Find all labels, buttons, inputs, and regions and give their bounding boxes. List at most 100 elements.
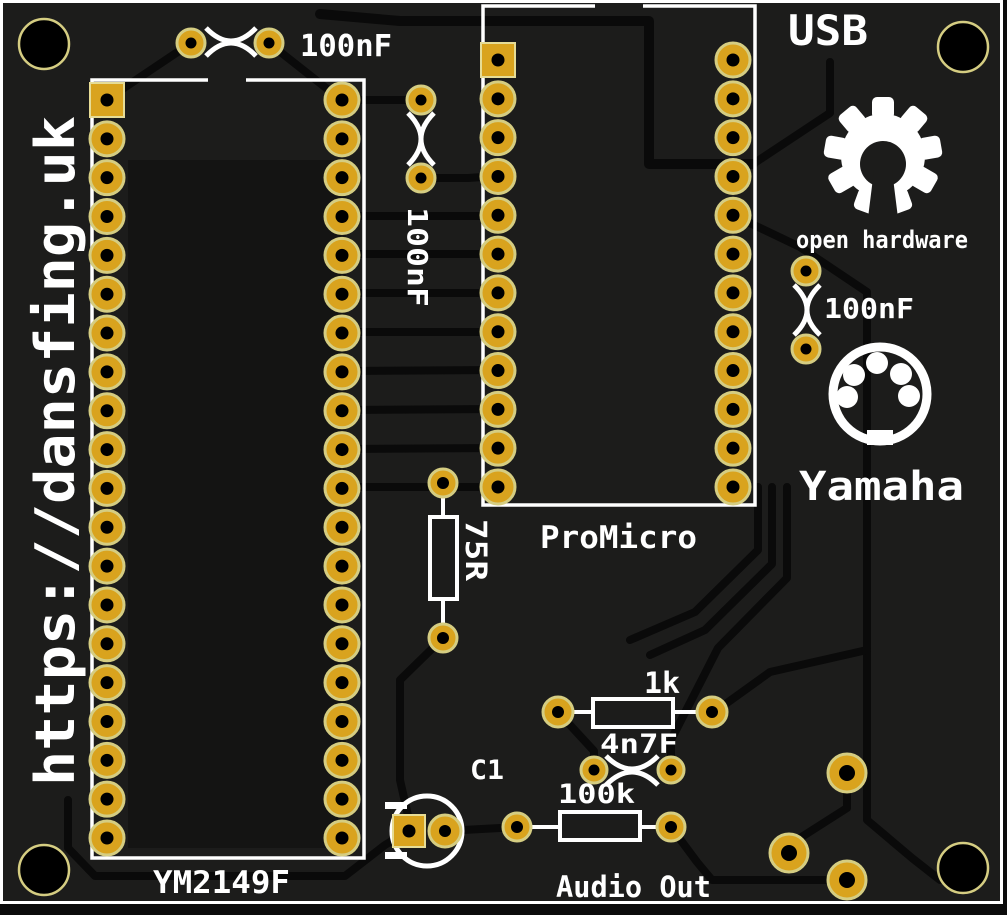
res-1k-value: 1k [644, 666, 680, 700]
audio-out-label: Audio Out [556, 870, 711, 904]
drill-hole [335, 714, 349, 728]
trace [315, 9, 758, 169]
promicro-outline [481, 4, 757, 507]
drill-hole [665, 764, 677, 776]
drill-hole [335, 792, 349, 806]
drill-hole [335, 404, 349, 418]
drill-hole [335, 132, 349, 146]
c1-label: C1 [470, 755, 504, 786]
trace [709, 646, 871, 717]
drill-hole [415, 172, 427, 184]
drill-hole [100, 132, 114, 146]
trace [646, 483, 776, 659]
mounting-hole [936, 841, 990, 895]
open-hardware-gear-icon [823, 97, 943, 218]
drill-hole [726, 441, 740, 455]
drill-hole [491, 208, 505, 222]
silkscreen-text-layer: https://dansfing.uk USB open hardware 10… [24, 6, 968, 904]
usb-label: USB [788, 6, 868, 55]
drill-hole [491, 53, 505, 67]
drill-hole [491, 169, 505, 183]
capacitor-symbol [792, 283, 822, 337]
drill-hole [100, 326, 114, 340]
drill-hole [100, 404, 114, 418]
drill-hole [100, 248, 114, 262]
drill-hole [335, 248, 349, 262]
trace [64, 796, 404, 880]
drill-hole [781, 845, 797, 861]
drill-hole [552, 706, 564, 718]
mounting-hole [936, 20, 990, 74]
drill-hole [726, 325, 740, 339]
drill-hole [100, 676, 114, 690]
drill-hole [726, 480, 740, 494]
drill-hole [100, 93, 114, 107]
c1-polarity-mark [385, 802, 407, 809]
drill-hole [100, 559, 114, 573]
drill-hole [335, 520, 349, 534]
trace [749, 58, 834, 168]
drill-hole [100, 443, 114, 457]
board-edge-shadow-bottom [0, 904, 1007, 915]
trace [338, 405, 501, 414]
drill-hole [726, 169, 740, 183]
drill-hole [335, 831, 349, 845]
trace [338, 366, 501, 375]
drill-hole [726, 286, 740, 300]
drill-hole [335, 676, 349, 690]
open-hardware-label: open hardware [796, 226, 968, 254]
din-pin [836, 386, 858, 408]
drill-hole [335, 559, 349, 573]
drill-hole [439, 825, 451, 837]
drill-hole [335, 598, 349, 612]
drill-hole [335, 326, 349, 340]
drill-hole [100, 753, 114, 767]
din-pin [843, 364, 865, 386]
din-pin [898, 385, 920, 407]
drill-hole [100, 210, 114, 224]
drill-hole [511, 821, 523, 833]
din-pin [890, 363, 912, 385]
drill-hole [665, 821, 677, 833]
drill-hole [335, 287, 349, 301]
drill-hole [100, 598, 114, 612]
drill-hole [100, 171, 114, 185]
drill-hole [335, 210, 349, 224]
mounting-holes [17, 17, 990, 897]
cap-middle-value: 100nF [401, 207, 434, 307]
url-label: https://dansfing.uk [24, 116, 87, 786]
drill-hole [100, 365, 114, 379]
capacitor-symbol [204, 26, 258, 58]
res-75r-value: 75R [459, 519, 493, 582]
promicro-label: ProMicro [540, 520, 697, 556]
trace [667, 823, 851, 884]
drill-hole [706, 706, 718, 718]
drill-hole [491, 325, 505, 339]
trace [667, 483, 791, 774]
silkscreen-layer [90, 4, 822, 869]
drill-hole [100, 714, 114, 728]
capacitor-symbol [406, 111, 436, 167]
drill-hole [491, 364, 505, 378]
drill-hole [437, 632, 449, 644]
trace [396, 634, 447, 824]
cap-right-value: 100nF [824, 292, 914, 325]
ym2149f-outline [90, 78, 366, 860]
din-notch [867, 430, 893, 445]
mounting-hole [17, 17, 71, 71]
drill-hole [800, 265, 812, 277]
drill-hole [491, 286, 505, 300]
drill-hole [726, 53, 740, 67]
drill-hole [726, 402, 740, 416]
yamaha-label: Yamaha [799, 464, 964, 510]
drill-hole [491, 402, 505, 416]
drill-hole [726, 208, 740, 222]
drill-hole [335, 753, 349, 767]
drill-hole [335, 171, 349, 185]
drill-hole [402, 824, 416, 838]
drill-hole [491, 247, 505, 261]
c1-polarity-mark [385, 852, 407, 859]
drill-hole [491, 92, 505, 106]
gear-keyhole [860, 141, 906, 187]
